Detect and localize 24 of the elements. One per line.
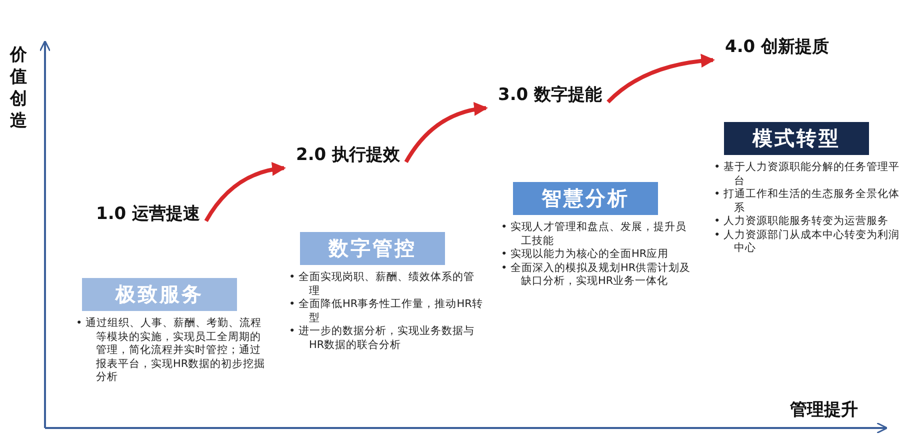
bullet-point: • 基于人力资源职能分解的任务管理平台 [714,161,900,188]
bullet-point: • 人力资源部门从成本中心转变为利润中心 [714,228,900,256]
stage-heading: 2.0 执行提效 [296,143,400,166]
stage-heading: 4.0 创新提质 [725,35,830,58]
bullet-point: • 打通工作和生活的生态服务全景化体系 [714,188,900,215]
title-banner: 智慧分析 [513,182,658,215]
axis-title: 价值创造 [10,44,28,132]
bullet-point: • 全面降低HR事务性工作量，推动HR转型 [289,298,484,325]
title-banner: 模式转型 [724,122,869,155]
bullet-point: • 实现以能力为核心的全面HR应用 [501,248,670,262]
bullet-point: • 全面实现岗职、薪酬、绩效体系的管理 [289,271,476,298]
stage-heading: 1.0 运营提速 [96,202,200,225]
bullet-point: • 通过组织、人事、薪酬、考勤、流程等模块的实施，实现员工全周期的管理，简化流程并实时管控；通过报表平台，实现HR数据的初步挖掘分析 [76,317,266,384]
stage-heading: 3.0 数字提能 [498,83,602,106]
bullet-point: • 实现人才管理和盘点、发展，提升员工技能 [501,221,688,248]
curved-arrow [404,102,488,164]
bullet-point: • 全面深入的模拟及规划HR供需计划及缺口分析，实现HR业务一体化 [501,262,692,288]
bullet-point: • 进一步的数据分析，实现业务数据与HR数据的联合分析 [289,325,476,352]
axis-title: 管理提升 [790,399,858,421]
curved-arrow [606,54,715,104]
title-banner: 极致服务 [82,278,237,311]
title-banner: 数字管控 [300,232,445,265]
bullet-point: • 人力资源职能服务转变为运营服务 [714,215,890,228]
curved-arrow [204,162,286,222]
